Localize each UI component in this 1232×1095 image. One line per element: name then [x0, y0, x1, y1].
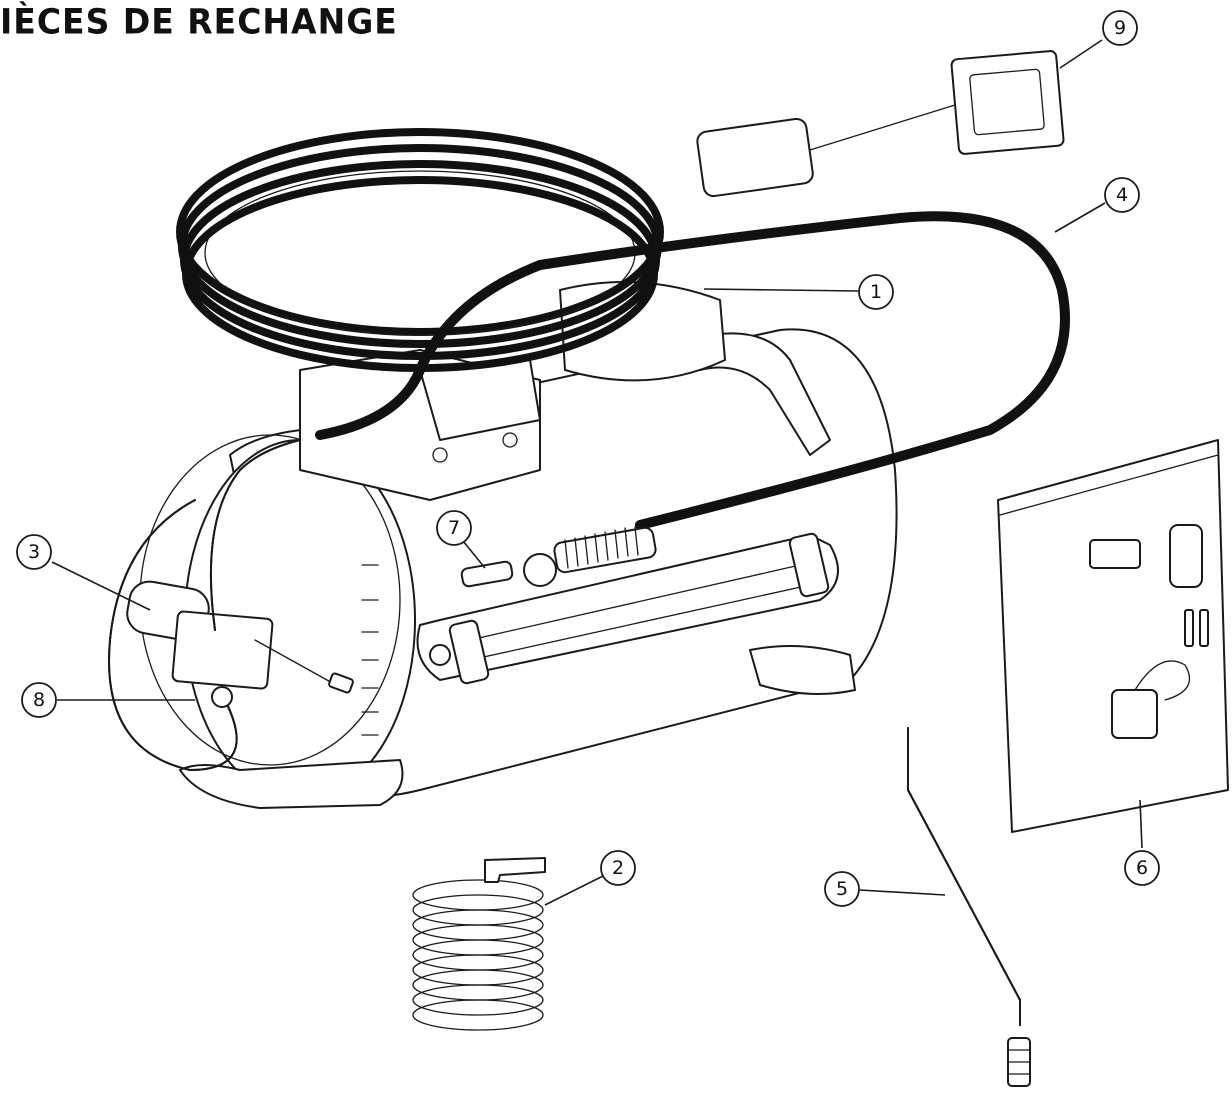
coil-spring — [412, 857, 546, 1031]
callout-3-label: 3 — [28, 541, 40, 563]
pressure-switch — [108, 439, 354, 771]
callout-5: 5 — [824, 871, 860, 907]
accessory-bag — [997, 439, 1229, 833]
callout-9: 9 — [1102, 10, 1138, 46]
callout-1-label: 1 — [870, 281, 882, 303]
callout-2-label: 2 — [612, 857, 624, 879]
hex-wrench — [907, 727, 1031, 1087]
callout-1: 1 — [858, 274, 894, 310]
callout-4-label: 4 — [1116, 184, 1128, 206]
leader-lines — [51, 39, 1143, 906]
air-hose — [315, 211, 1070, 574]
callout-4: 4 — [1104, 177, 1140, 213]
callout-9-label: 9 — [1114, 17, 1126, 39]
callout-6: 6 — [1124, 850, 1160, 886]
callout-5-label: 5 — [836, 878, 848, 900]
callout-7: 7 — [436, 510, 472, 546]
charger — [696, 50, 1065, 198]
callout-7-label: 7 — [448, 517, 460, 539]
callout-3: 3 — [16, 534, 52, 570]
air-chuck — [460, 553, 557, 588]
callout-2: 2 — [600, 850, 636, 886]
callout-8-label: 8 — [33, 689, 45, 711]
callout-8: 8 — [21, 682, 57, 718]
callout-6-label: 6 — [1136, 857, 1148, 879]
page-title: IÈCES DE RECHANGE — [0, 1, 398, 42]
